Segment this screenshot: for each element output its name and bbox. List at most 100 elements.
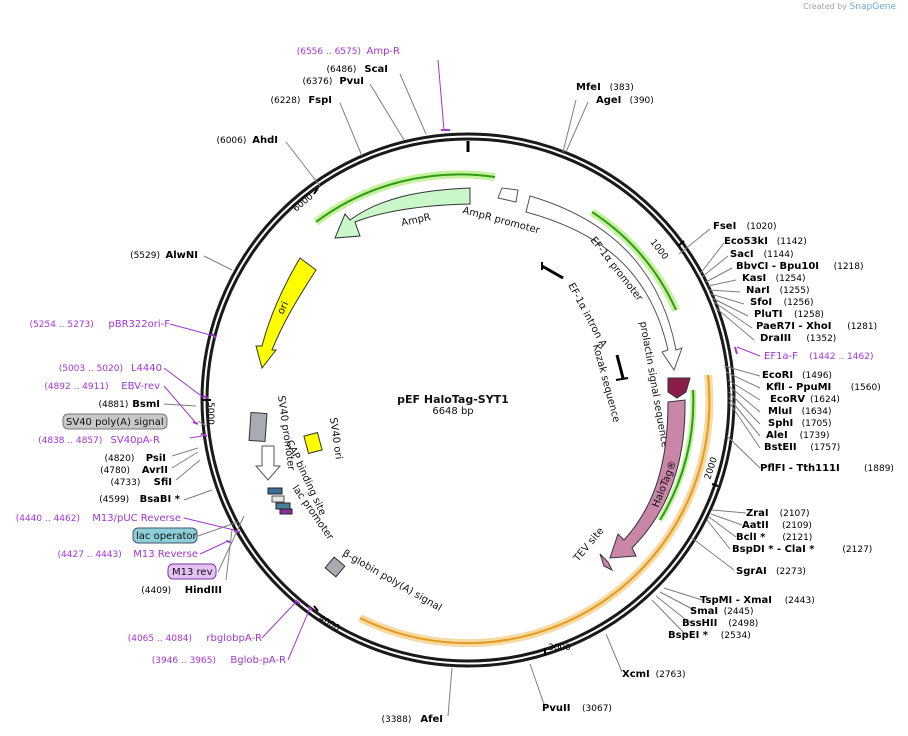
- primer-l4440: L4440: [131, 363, 162, 374]
- enzyme-bbvci-bpu10i: BbvCI - Bpu10I: [736, 261, 819, 272]
- enzyme-smai: SmaI: [690, 606, 718, 617]
- sv40-promoter-box: [248, 411, 268, 443]
- enzyme-zrai: ZraI: [746, 508, 769, 519]
- leader-fspi: [339, 102, 363, 157]
- kozak-bar: [615, 354, 625, 379]
- cap-binding-site-box: [267, 487, 283, 495]
- enzyme-psii: PsiI: [146, 453, 166, 464]
- enzyme-sfoi: SfoI: [750, 297, 772, 308]
- tick-marks: [203, 187, 719, 656]
- primer-bglob-pa-r: Bglob-pA-R: [230, 655, 286, 666]
- tick-4000: 4000: [317, 614, 342, 634]
- lac-operator-tag-label: lac operator: [136, 531, 197, 542]
- primer-range-bglob-pa-r: (3946 .. 3965): [152, 656, 216, 666]
- enzyme-fspi: FspI: [308, 95, 332, 106]
- enzyme-pos-avrii: (4780): [100, 466, 130, 476]
- primer-sv40pa-r: SV40pA-R: [111, 435, 160, 446]
- enzyme-bsshii: BssHII: [682, 618, 717, 629]
- halotag-green-track: [659, 389, 695, 521]
- enzyme-pluti: PluTI: [754, 309, 782, 320]
- sv40-promoter-arrow: [254, 445, 282, 481]
- enzyme-pflfi-tth111i: PflFI - Tth111I: [760, 463, 840, 474]
- primer-mark-ebv: [192, 421, 199, 425]
- enzyme-draiii: DraIII: [760, 333, 791, 344]
- primer-mark-ef1a: [734, 346, 738, 355]
- primer-range-m13-reverse: (4427 .. 4443): [58, 550, 122, 560]
- enzyme-sphi: SphI: [768, 418, 793, 429]
- leader-alwni: [203, 255, 233, 271]
- enzyme-pos-xcmi: (2763): [656, 670, 686, 680]
- enzyme-bsabi: BsaBI *: [140, 494, 181, 505]
- enzyme-saci: SacI: [730, 249, 754, 260]
- leader-agei: [565, 101, 589, 153]
- m13-rev-tag-label: M13 rev: [172, 567, 213, 578]
- enzyme-pos-bsmi: (4881): [98, 400, 128, 410]
- enzyme-pos-bsteii: (1757): [810, 443, 840, 453]
- snapgene-logo-text: SnapGene: [849, 2, 896, 12]
- kozak-cap: [615, 377, 629, 381]
- enzyme-avrii: AvrII: [142, 465, 168, 476]
- primer-amp-r: Amp-R: [367, 46, 401, 57]
- tick-mark-4000: [313, 605, 319, 612]
- primer-m13-reverse: M13 Reverse: [133, 549, 198, 560]
- enzyme-ecorv: EcoRV: [770, 394, 805, 405]
- tick-mark-6000: [313, 187, 319, 195]
- enzyme-kfli-ppumi: KflI - PpuMI: [766, 382, 831, 393]
- halotag-arrow: [609, 399, 686, 559]
- enzyme-scai: ScaI: [364, 64, 388, 75]
- enzyme-pos-nari: (1255): [780, 286, 810, 296]
- leader-boxed: [197, 420, 245, 573]
- enzyme-pos-draiii: (1352): [806, 334, 836, 344]
- primer-mark-rbglob: [294, 599, 301, 605]
- ori-label: ori: [276, 300, 291, 316]
- tick-6000: 6000: [292, 192, 316, 215]
- enzyme-pos-mfei: (383): [610, 83, 634, 93]
- leader-afei: [447, 667, 453, 717]
- ef1a-promoter-track: [591, 211, 677, 311]
- enzyme-nari: NarI: [746, 285, 770, 296]
- primer-mark-sv40pa: [200, 433, 208, 437]
- enzyme-agei: AgeI: [596, 95, 621, 106]
- leader-cluster-right-mid: [723, 365, 761, 449]
- ampr-track: [315, 173, 496, 223]
- enzyme-pos-bbvci-bpu10i: (1218): [834, 262, 864, 272]
- m13-rev-tag: [167, 563, 217, 580]
- primer-range-ebv-rev: (4892 .. 4911): [44, 382, 108, 392]
- primer-marks: [192, 129, 738, 611]
- enzyme-pos-sfii: (4733): [110, 478, 140, 488]
- enzyme-sgrai: SgrAI: [736, 566, 767, 577]
- enzyme-pos-sphi: (1705): [802, 419, 832, 429]
- enzyme-bsteii: BstEII: [764, 442, 797, 453]
- sv40-ori-label: SV40 ori: [327, 417, 344, 460]
- ef1a-intron-label: EF-1α intron A: [565, 281, 608, 349]
- enzyme-pos-mlui: (1634): [802, 407, 832, 417]
- lac-operator-tag: [132, 527, 198, 544]
- primer-range-m13-puc-reverse: (4440 .. 4462): [16, 514, 80, 524]
- ampr-promoter-arrow: [497, 187, 519, 203]
- leader-pflfi: [726, 435, 761, 469]
- enzyme-pos-afei: (3388): [381, 715, 411, 725]
- enzyme-pos-pluti: (1258): [794, 310, 824, 320]
- leader-xcmi: [605, 633, 623, 673]
- beta-globin-box: [324, 556, 346, 578]
- enzyme-pos-pvuii: (3067): [582, 704, 612, 714]
- enzyme-pos-zrai: (2107): [780, 509, 810, 519]
- enzyme-pos-bsshii: (2498): [728, 619, 758, 629]
- sv40-ori-box: [303, 431, 323, 455]
- enzyme-bcli: BclI *: [736, 532, 766, 543]
- leader-scai: [399, 73, 427, 135]
- tick-5000: 5000: [205, 402, 215, 425]
- enzyme-paer7i-xhoi: PaeR7I - XhoI: [756, 321, 832, 332]
- enzyme-mfei: MfeI: [576, 82, 601, 93]
- leader-ahdi: [285, 141, 321, 187]
- m13-rev-marker: [279, 508, 293, 515]
- leader-hindiii: [225, 529, 233, 581]
- leader-fsei: [678, 228, 711, 255]
- leader-pvui: [369, 83, 405, 141]
- enzyme-pos-bsabi: (4599): [99, 495, 129, 505]
- primer-ebv-rev: EBV-rev: [121, 381, 160, 392]
- ampr-arrow: [334, 187, 471, 239]
- tick-mark-1000: [677, 240, 685, 247]
- leader-cluster-right-bottom: [651, 587, 703, 636]
- leader-cluster-right-upper: [699, 242, 755, 341]
